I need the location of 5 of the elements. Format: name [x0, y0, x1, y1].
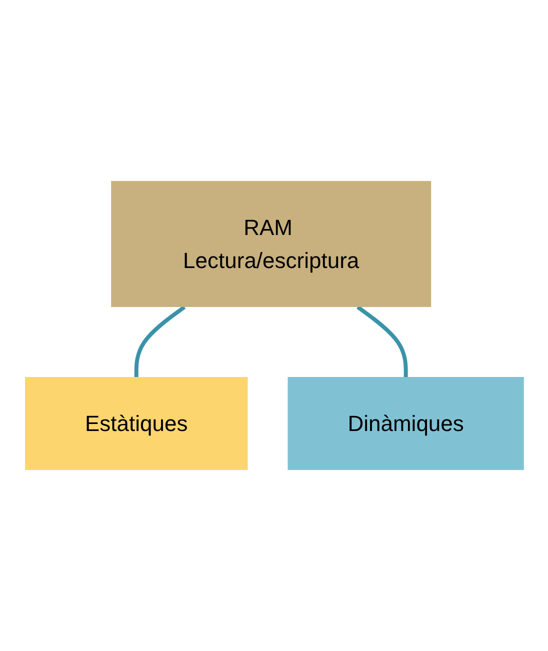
- node-box: Estàtiques: [24, 377, 248, 470]
- node-box: Dinàmiques: [287, 377, 524, 470]
- node-box: RAM Lectura/escriptura: [110, 181, 431, 307]
- connector: [134, 305, 186, 377]
- connector: [356, 305, 408, 377]
